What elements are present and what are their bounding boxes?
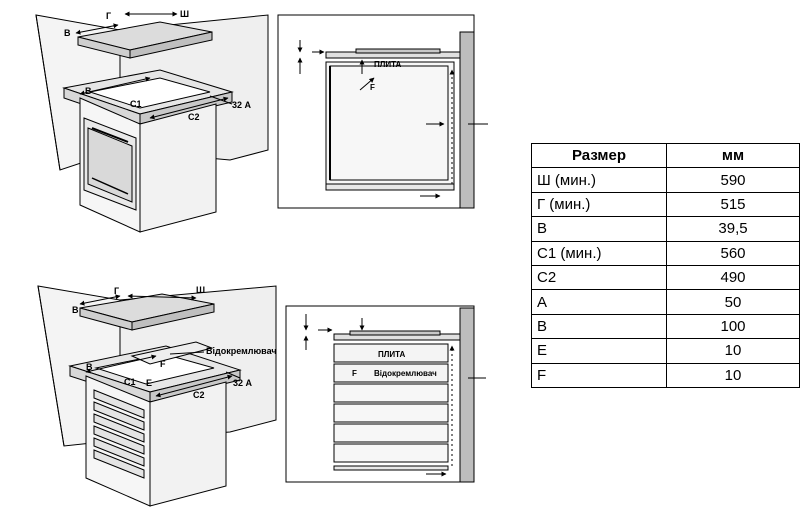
iso-diagram-oven [35,11,269,233]
section-diagram-oven [277,14,488,209]
label-e: Е [146,378,152,388]
label-c1: С1 [124,377,136,387]
table-row: С1 (мин.)560 [531,240,800,266]
row-name: Е [531,338,667,364]
label-separator: Відокремлювач [374,369,437,378]
row-name: А [531,289,667,315]
label-sh: Ш [180,9,189,19]
row-name: Г (мин.) [531,191,667,218]
header-size: Размер [531,142,667,169]
section-diagram-oven-labels: ПЛИТА F [370,60,401,92]
row-value: 560 [666,240,800,266]
iso-diagram-drawers-labels: Ш Г В В С1 Е F С2 32 А Відокремлювач [72,285,277,400]
label-c1: С1 [130,99,142,109]
header-mm: мм [666,142,800,169]
table-header-row: Размер мм [531,142,800,169]
row-name: В [531,216,667,242]
label-g: Г [106,11,111,21]
row-value: 590 [666,167,800,193]
iso-diagram-oven-labels: Ш Г В В С1 С2 32 А [64,9,252,122]
label-f: F [160,359,166,369]
label-sh: Ш [196,285,205,295]
row-value: 39,5 [666,216,800,242]
label-plate: ПЛИТА [374,60,401,69]
row-value: 490 [666,264,800,291]
drawer-fronts [93,389,145,479]
row-name: С2 [531,264,667,291]
drawer-sections [333,383,449,463]
table-row: Ш (мин.)590 [531,167,800,193]
section-diagram-drawers [285,305,486,483]
label-c2: С2 [193,390,205,400]
table-row: Г (мин.)515 [531,191,800,218]
row-value: 10 [666,362,800,388]
iso-diagram-drawers [37,285,277,507]
row-name: В [531,313,667,340]
row-name: F [531,362,667,388]
section-diagram-drawers-labels: ПЛИТА F Відокремлювач [352,350,437,378]
label-separator: Відокремлювач [206,346,277,356]
label-a: 32 А [232,100,252,110]
label-v-top: В [72,305,79,315]
row-value: 515 [666,191,800,218]
row-name: С1 (мин.) [531,240,667,266]
label-a: 32 А [233,378,253,388]
row-value: 10 [666,338,800,364]
label-v-mid: В [85,86,92,96]
label-v-mid: В [86,362,93,372]
row-name: Ш (мин.) [531,167,667,193]
label-plate: ПЛИТА [378,350,405,359]
row-value: 50 [666,289,800,315]
label-g: Г [114,286,119,296]
label-c2: С2 [188,112,200,122]
label-v-top: В [64,28,71,38]
label-f: F [352,369,357,378]
row-value: 100 [666,313,800,340]
label-f: F [370,83,375,92]
